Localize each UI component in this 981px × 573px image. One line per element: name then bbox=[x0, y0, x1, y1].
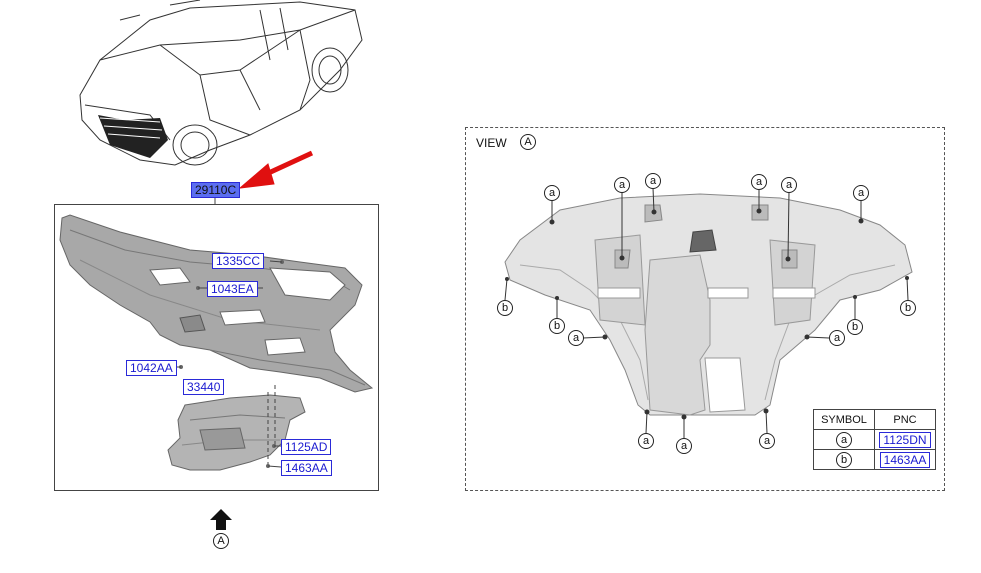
view-direction-arrow bbox=[210, 509, 232, 530]
undercover-bottom-view bbox=[504, 187, 913, 439]
pnc-column-header: PNC bbox=[874, 409, 936, 430]
callout-a: a bbox=[638, 433, 654, 449]
table-row: b 1463AA bbox=[813, 449, 936, 470]
callout-a: a bbox=[568, 330, 584, 346]
table-row: a 1125DN bbox=[813, 429, 936, 450]
callout-b: b bbox=[549, 318, 565, 334]
part-label-33440[interactable]: 33440 bbox=[183, 379, 225, 395]
callout-a: a bbox=[829, 330, 845, 346]
view-a-frame bbox=[465, 127, 945, 491]
part-label-1335cc[interactable]: 1335CC bbox=[212, 253, 265, 269]
pnc-link-1463aa[interactable]: 1463AA bbox=[879, 451, 931, 468]
grille-shading bbox=[98, 115, 168, 158]
part-label-1043ea[interactable]: 1043EA bbox=[207, 281, 258, 297]
pnc-link-1125dn[interactable]: 1125DN bbox=[879, 431, 931, 448]
callout-b: b bbox=[900, 300, 916, 316]
view-reference-circle: A bbox=[213, 533, 229, 549]
callout-a: a bbox=[614, 177, 630, 193]
callout-a: a bbox=[544, 185, 560, 201]
part-label-1125ad[interactable]: 1125AD bbox=[281, 439, 332, 455]
symbol-a-circle: a bbox=[836, 431, 852, 448]
callout-b: b bbox=[847, 319, 863, 335]
symbol-pnc-table: SYMBOL PNC a 1125DN b 1463AA bbox=[813, 409, 936, 470]
view-title-circle: A bbox=[520, 134, 536, 150]
part-label-1042aa[interactable]: 1042AA bbox=[126, 360, 177, 376]
symbol-column-header: SYMBOL bbox=[813, 409, 875, 430]
callout-a: a bbox=[676, 438, 692, 454]
main-part-label[interactable]: 29110C bbox=[191, 182, 241, 198]
part-label-1463aa[interactable]: 1463AA bbox=[281, 460, 332, 476]
view-title: VIEW bbox=[476, 136, 507, 150]
parts-frame-left bbox=[54, 204, 379, 491]
callout-a: a bbox=[751, 174, 767, 190]
symbol-b-circle: b bbox=[836, 451, 852, 468]
callout-a: a bbox=[645, 173, 661, 189]
red-arrow bbox=[238, 150, 314, 189]
callout-a: a bbox=[781, 177, 797, 193]
callout-b: b bbox=[497, 300, 513, 316]
callout-a: a bbox=[853, 185, 869, 201]
callout-a: a bbox=[759, 433, 775, 449]
undercover-left-drawing bbox=[59, 214, 374, 471]
